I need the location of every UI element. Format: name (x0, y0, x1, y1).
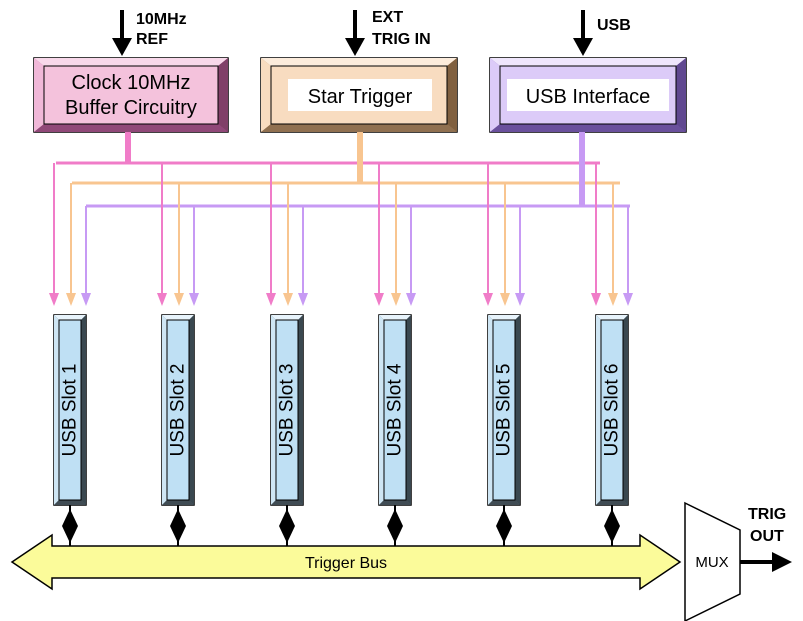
usb-interface-label: USB Interface (526, 86, 651, 108)
usb-feed-arrow (189, 206, 199, 306)
clock-feed-arrow (157, 163, 167, 306)
usb-slot-label: USB Slot 1 (60, 364, 81, 457)
star-trigger-distribution-lines (72, 132, 620, 185)
bus-connector-diamond (496, 509, 512, 543)
trigger-feed-arrow (174, 183, 184, 306)
trigger-bus-label: Trigger Bus (305, 555, 387, 572)
mux-block: MUX (684, 501, 741, 621)
usb-slot-label: USB Slot 3 (277, 364, 298, 457)
usb-slot-6: USB Slot 6 (595, 314, 629, 546)
trigger-feed-arrow (608, 183, 618, 306)
clock-feed-arrow (591, 163, 601, 306)
bus-connector-diamond (387, 509, 403, 543)
trig-out-label-line2: OUT (750, 528, 784, 545)
clock-feed-arrow (374, 163, 384, 306)
trigger-feed-arrow (66, 183, 76, 306)
mux-label: MUX (695, 554, 728, 571)
usb-slot-label: USB Slot 2 (168, 364, 189, 457)
trig-out-arrow (740, 552, 792, 572)
ext-label-line1: EXT (372, 9, 403, 26)
trig-out-label-line1: TRIG (748, 506, 786, 523)
usb-slot-1: USB Slot 1 (53, 314, 87, 546)
slot-feed-lines (49, 163, 633, 306)
ext-label-line2: TRIG IN (372, 31, 431, 48)
usb-input-arrow (573, 10, 593, 56)
usb-slot-label: USB Slot 4 (385, 363, 406, 456)
usb-slot-2: USB Slot 2 (161, 314, 195, 546)
usb-feed-arrow (623, 206, 633, 306)
usb-feed-arrow (515, 206, 525, 306)
usb-slot-4: USB Slot 4 (378, 314, 412, 546)
trigger-feed-arrow (391, 183, 401, 306)
bus-connector-diamond (279, 509, 295, 543)
clock-block-label-line2: Buffer Circuitry (65, 97, 197, 119)
ref-label-line1: 10MHz (136, 11, 187, 28)
usb-interface-block: USB Interface (489, 57, 687, 133)
ref-input-arrow (112, 10, 132, 56)
clock-feed-arrow (49, 163, 59, 306)
clock-buffer-block: Clock 10MHz Buffer Circuitry (33, 57, 229, 133)
usb-slots: USB Slot 1 USB Slot 2 USB Slot 3 USB Slot 4… (53, 314, 629, 546)
usb-feed-arrow (81, 206, 91, 306)
usb-feed-arrow (298, 206, 308, 306)
trigger-feed-arrow (500, 183, 510, 306)
ref-label-line2: REF (136, 31, 168, 48)
bus-connector-diamond (604, 509, 620, 543)
clock-distribution-lines (56, 132, 600, 165)
ext-trig-input-arrow (345, 10, 365, 56)
bus-connector-diamond (62, 509, 78, 543)
clock-block-label-line1: Clock 10MHz (72, 72, 191, 94)
trigger-bus: Trigger Bus (10, 533, 682, 591)
trigger-feed-arrow (283, 183, 293, 306)
usb-input-label: USB (597, 17, 631, 34)
usb-distribution-lines (86, 132, 630, 208)
usb-slot-5: USB Slot 5 (487, 314, 521, 546)
usb-slot-label: USB Slot 5 (494, 364, 515, 457)
bus-connector-diamond (170, 509, 186, 543)
clock-feed-arrow (266, 163, 276, 306)
clock-feed-arrow (483, 163, 493, 306)
star-trigger-label: Star Trigger (308, 86, 413, 108)
usb-feed-arrow (406, 206, 416, 306)
usb-slot-3: USB Slot 3 (270, 314, 304, 546)
star-trigger-block: Star Trigger (260, 57, 458, 133)
usb-slot-label: USB Slot 6 (602, 364, 623, 457)
